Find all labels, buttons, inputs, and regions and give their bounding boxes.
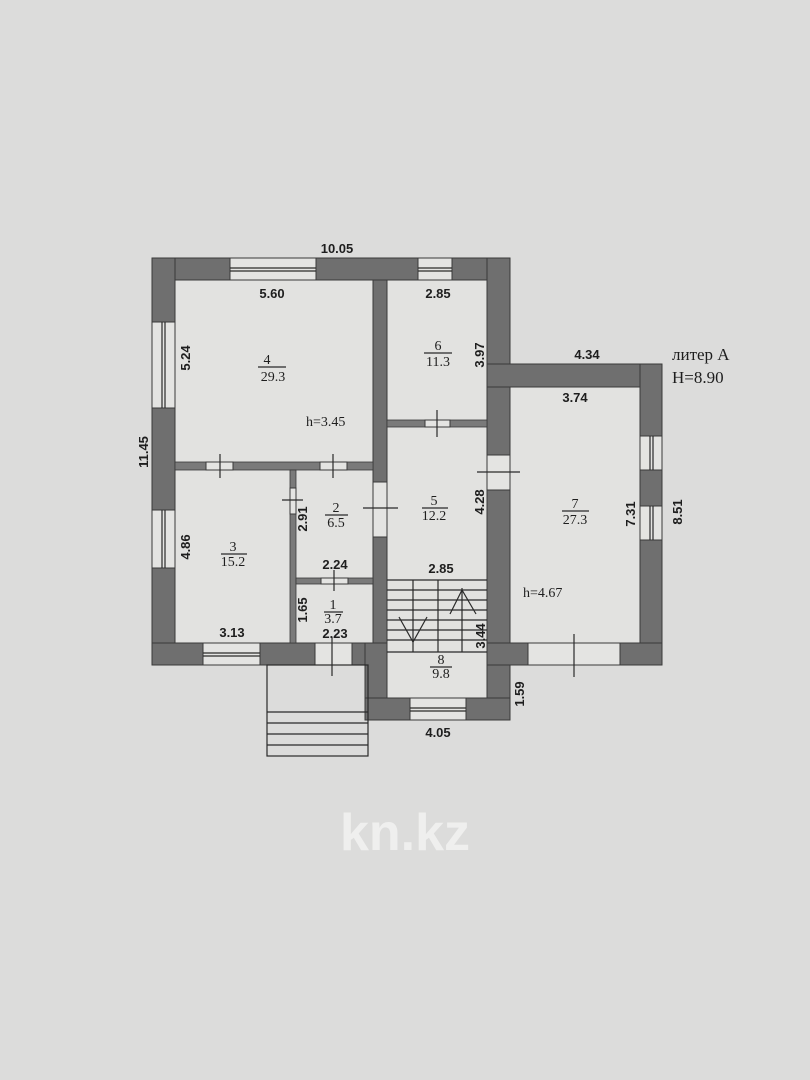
doors	[205, 410, 621, 677]
svg-text:3.74: 3.74	[562, 390, 588, 405]
svg-text:9.8: 9.8	[432, 667, 450, 682]
svg-text:12.2: 12.2	[422, 509, 447, 524]
ceiling-height-main: h=3.45	[306, 415, 345, 430]
svg-text:2: 2	[333, 501, 340, 516]
room-2: 26.5	[325, 501, 348, 531]
room-1: 13.7	[324, 598, 343, 627]
svg-text:10.05: 10.05	[321, 241, 354, 256]
svg-text:7.31: 7.31	[623, 501, 638, 526]
svg-text:4.05: 4.05	[425, 725, 450, 740]
svg-text:8: 8	[438, 653, 445, 668]
room-4: 429.3	[258, 353, 286, 385]
building-height: H=8.90	[672, 368, 724, 387]
room-8: 89.8	[430, 653, 452, 682]
ceiling-height-room7: h=4.67	[523, 586, 562, 601]
svg-text:5: 5	[431, 494, 438, 509]
svg-text:3.7: 3.7	[324, 612, 342, 627]
svg-text:3.13: 3.13	[219, 625, 244, 640]
svg-text:4.86: 4.86	[178, 534, 193, 559]
svg-text:15.2: 15.2	[221, 555, 246, 570]
room-5: 512.2	[422, 494, 448, 524]
building-label: литер А	[672, 345, 730, 364]
svg-text:11.45: 11.45	[136, 436, 151, 468]
svg-text:5.24: 5.24	[178, 345, 193, 371]
svg-text:4: 4	[264, 353, 271, 368]
windows	[151, 257, 663, 721]
svg-text:2.85: 2.85	[428, 561, 453, 576]
stair-down-arrow-icon	[398, 616, 428, 644]
watermark-logo: kn.kz	[340, 804, 470, 862]
svg-text:7: 7	[572, 497, 579, 512]
stair-up-arrow-icon	[449, 588, 477, 615]
room-3: 315.2	[221, 540, 247, 570]
svg-text:3.97: 3.97	[472, 342, 487, 367]
svg-text:27.3: 27.3	[563, 513, 588, 528]
room-labels: 429.3 611.3 315.2 26.5 13.7 512.2 727.3 …	[221, 339, 731, 682]
svg-text:1.59: 1.59	[512, 681, 527, 706]
annex-floor	[510, 387, 640, 643]
svg-text:8.51: 8.51	[670, 499, 685, 524]
svg-text:2.23: 2.23	[322, 626, 347, 641]
dimension-labels: 10.05 5.60 2.85 5.24 3.97 11.45 4.86 3.1…	[136, 241, 685, 740]
svg-text:5.60: 5.60	[259, 286, 284, 301]
svg-text:2.24: 2.24	[322, 557, 348, 572]
svg-text:1.65: 1.65	[295, 597, 310, 622]
staircase	[387, 579, 487, 653]
svg-text:29.3: 29.3	[261, 370, 286, 385]
svg-text:3: 3	[230, 540, 237, 555]
porch-steps	[266, 664, 369, 757]
svg-text:4.34: 4.34	[574, 347, 600, 362]
svg-text:2.85: 2.85	[425, 286, 450, 301]
svg-text:6: 6	[435, 339, 442, 354]
svg-text:2.91: 2.91	[295, 506, 310, 531]
svg-text:4.28: 4.28	[472, 489, 487, 514]
svg-text:6.5: 6.5	[327, 516, 345, 531]
room-7: 727.3	[562, 497, 589, 528]
svg-text:11.3: 11.3	[426, 355, 450, 370]
svg-text:1: 1	[330, 598, 337, 613]
svg-text:3.44: 3.44	[473, 623, 488, 649]
room-6: 611.3	[424, 339, 452, 370]
